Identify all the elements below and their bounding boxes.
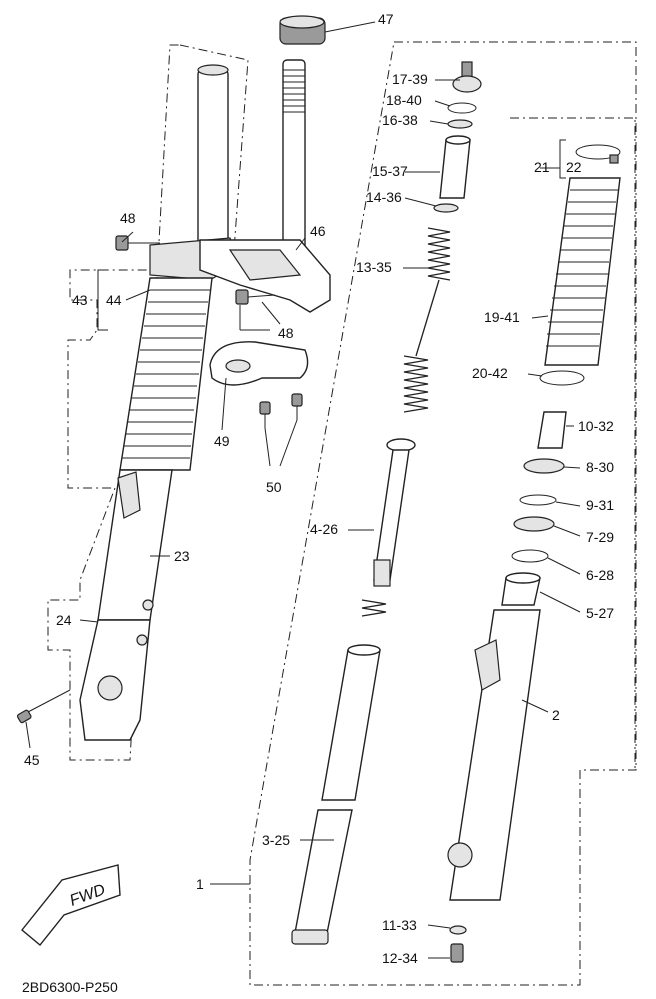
right-fork-assembly-boundary xyxy=(249,41,637,986)
label-18-40: 18-40 xyxy=(386,92,422,108)
outer-tube-guard xyxy=(474,639,501,691)
bolt-48-lower xyxy=(235,289,276,305)
outer-tube-2 xyxy=(449,609,541,901)
cap-bolt-17 xyxy=(452,61,482,93)
stem-threads xyxy=(283,69,305,113)
left-fork-cap xyxy=(197,64,229,76)
label-2: 2 xyxy=(552,707,560,723)
seat-14 xyxy=(433,203,459,213)
label-24: 24 xyxy=(56,612,72,628)
label-19-41: 19-41 xyxy=(484,309,520,325)
left-axle-hole xyxy=(97,675,123,701)
washer-11 xyxy=(449,925,467,935)
damper-rod-4 xyxy=(373,438,416,587)
label-7-29: 7-29 xyxy=(586,529,614,545)
label-14-36: 14-36 xyxy=(366,189,402,205)
label-21: 21 xyxy=(534,159,550,175)
right-boot-ribs xyxy=(546,189,618,347)
fwd-direction-badge: FWD xyxy=(21,864,121,946)
label-13-35: 13-35 xyxy=(356,259,392,275)
right-inner-boundary xyxy=(510,117,636,770)
label-46: 46 xyxy=(310,223,326,239)
label-45: 45 xyxy=(24,752,40,768)
bolt-45 xyxy=(16,689,71,724)
label-6-28: 6-28 xyxy=(586,567,614,583)
label-16-38: 16-38 xyxy=(382,112,418,128)
left-boot-ribs xyxy=(122,289,210,459)
spacer-15 xyxy=(439,139,471,199)
bearing-47 xyxy=(279,15,326,45)
fork-spring-13 xyxy=(403,227,451,413)
label-48-lower: 48 xyxy=(278,325,294,341)
left-tube-guard xyxy=(117,471,141,519)
label-20-42: 20-42 xyxy=(472,365,508,381)
label-5-27: 5-27 xyxy=(586,605,614,621)
left-fork-assembly xyxy=(16,64,241,741)
washer-16 xyxy=(447,119,473,129)
label-4-26: 4-26 xyxy=(310,521,338,537)
right-fork-exploded xyxy=(291,61,621,963)
label-47: 47 xyxy=(378,11,394,27)
label-11-33: 11-33 xyxy=(382,917,417,933)
rebound-spring xyxy=(361,599,387,617)
outer-axle-hole xyxy=(447,842,473,868)
damper-bolt-12 xyxy=(450,943,464,963)
left-inner-tube xyxy=(197,69,229,251)
label-22: 22 xyxy=(566,159,582,175)
o-ring-18 xyxy=(447,102,477,114)
label-1: 1 xyxy=(196,876,204,892)
boot-clamp-20 xyxy=(539,370,585,386)
screws-50 xyxy=(259,393,303,428)
label-17-39: 17-39 xyxy=(392,71,428,87)
label-50: 50 xyxy=(266,479,282,495)
part-labels: 47 17-39 18-40 16-38 15-37 14-36 13-35 1… xyxy=(22,11,614,995)
leader-lines xyxy=(25,21,581,959)
label-12-34: 12-34 xyxy=(382,950,418,966)
cable-guide-49 xyxy=(209,341,309,386)
label-49: 49 xyxy=(214,433,230,449)
inner-tube-3 xyxy=(291,644,381,945)
diagram-code: 2BD6300-P250 xyxy=(22,979,118,995)
label-43: 43 xyxy=(72,292,88,308)
label-15-37: 15-37 xyxy=(372,163,408,179)
fork-boot-19 xyxy=(544,177,621,366)
label-44: 44 xyxy=(106,292,122,308)
clamp-screw-22 xyxy=(609,154,619,164)
label-23: 23 xyxy=(174,548,190,564)
boot-clamp-21 xyxy=(575,144,621,160)
left-bleed-screw xyxy=(142,599,154,611)
dust-seal-8 xyxy=(523,458,565,474)
label-3-25: 3-25 xyxy=(262,832,290,848)
label-10-32: 10-32 xyxy=(578,418,614,434)
bushing-10 xyxy=(537,411,567,449)
under-bracket-web xyxy=(228,249,302,281)
label-48-upper: 48 xyxy=(120,210,136,226)
label-9-31: 9-31 xyxy=(586,497,614,513)
left-mount-boss xyxy=(136,634,148,646)
oil-seal-7 xyxy=(513,516,555,532)
steering-stem xyxy=(282,59,306,261)
label-8-30: 8-30 xyxy=(586,459,614,475)
oil-seal-clip-9 xyxy=(519,494,557,506)
steering-stem-assembly xyxy=(115,15,331,428)
washer-6 xyxy=(511,549,549,563)
